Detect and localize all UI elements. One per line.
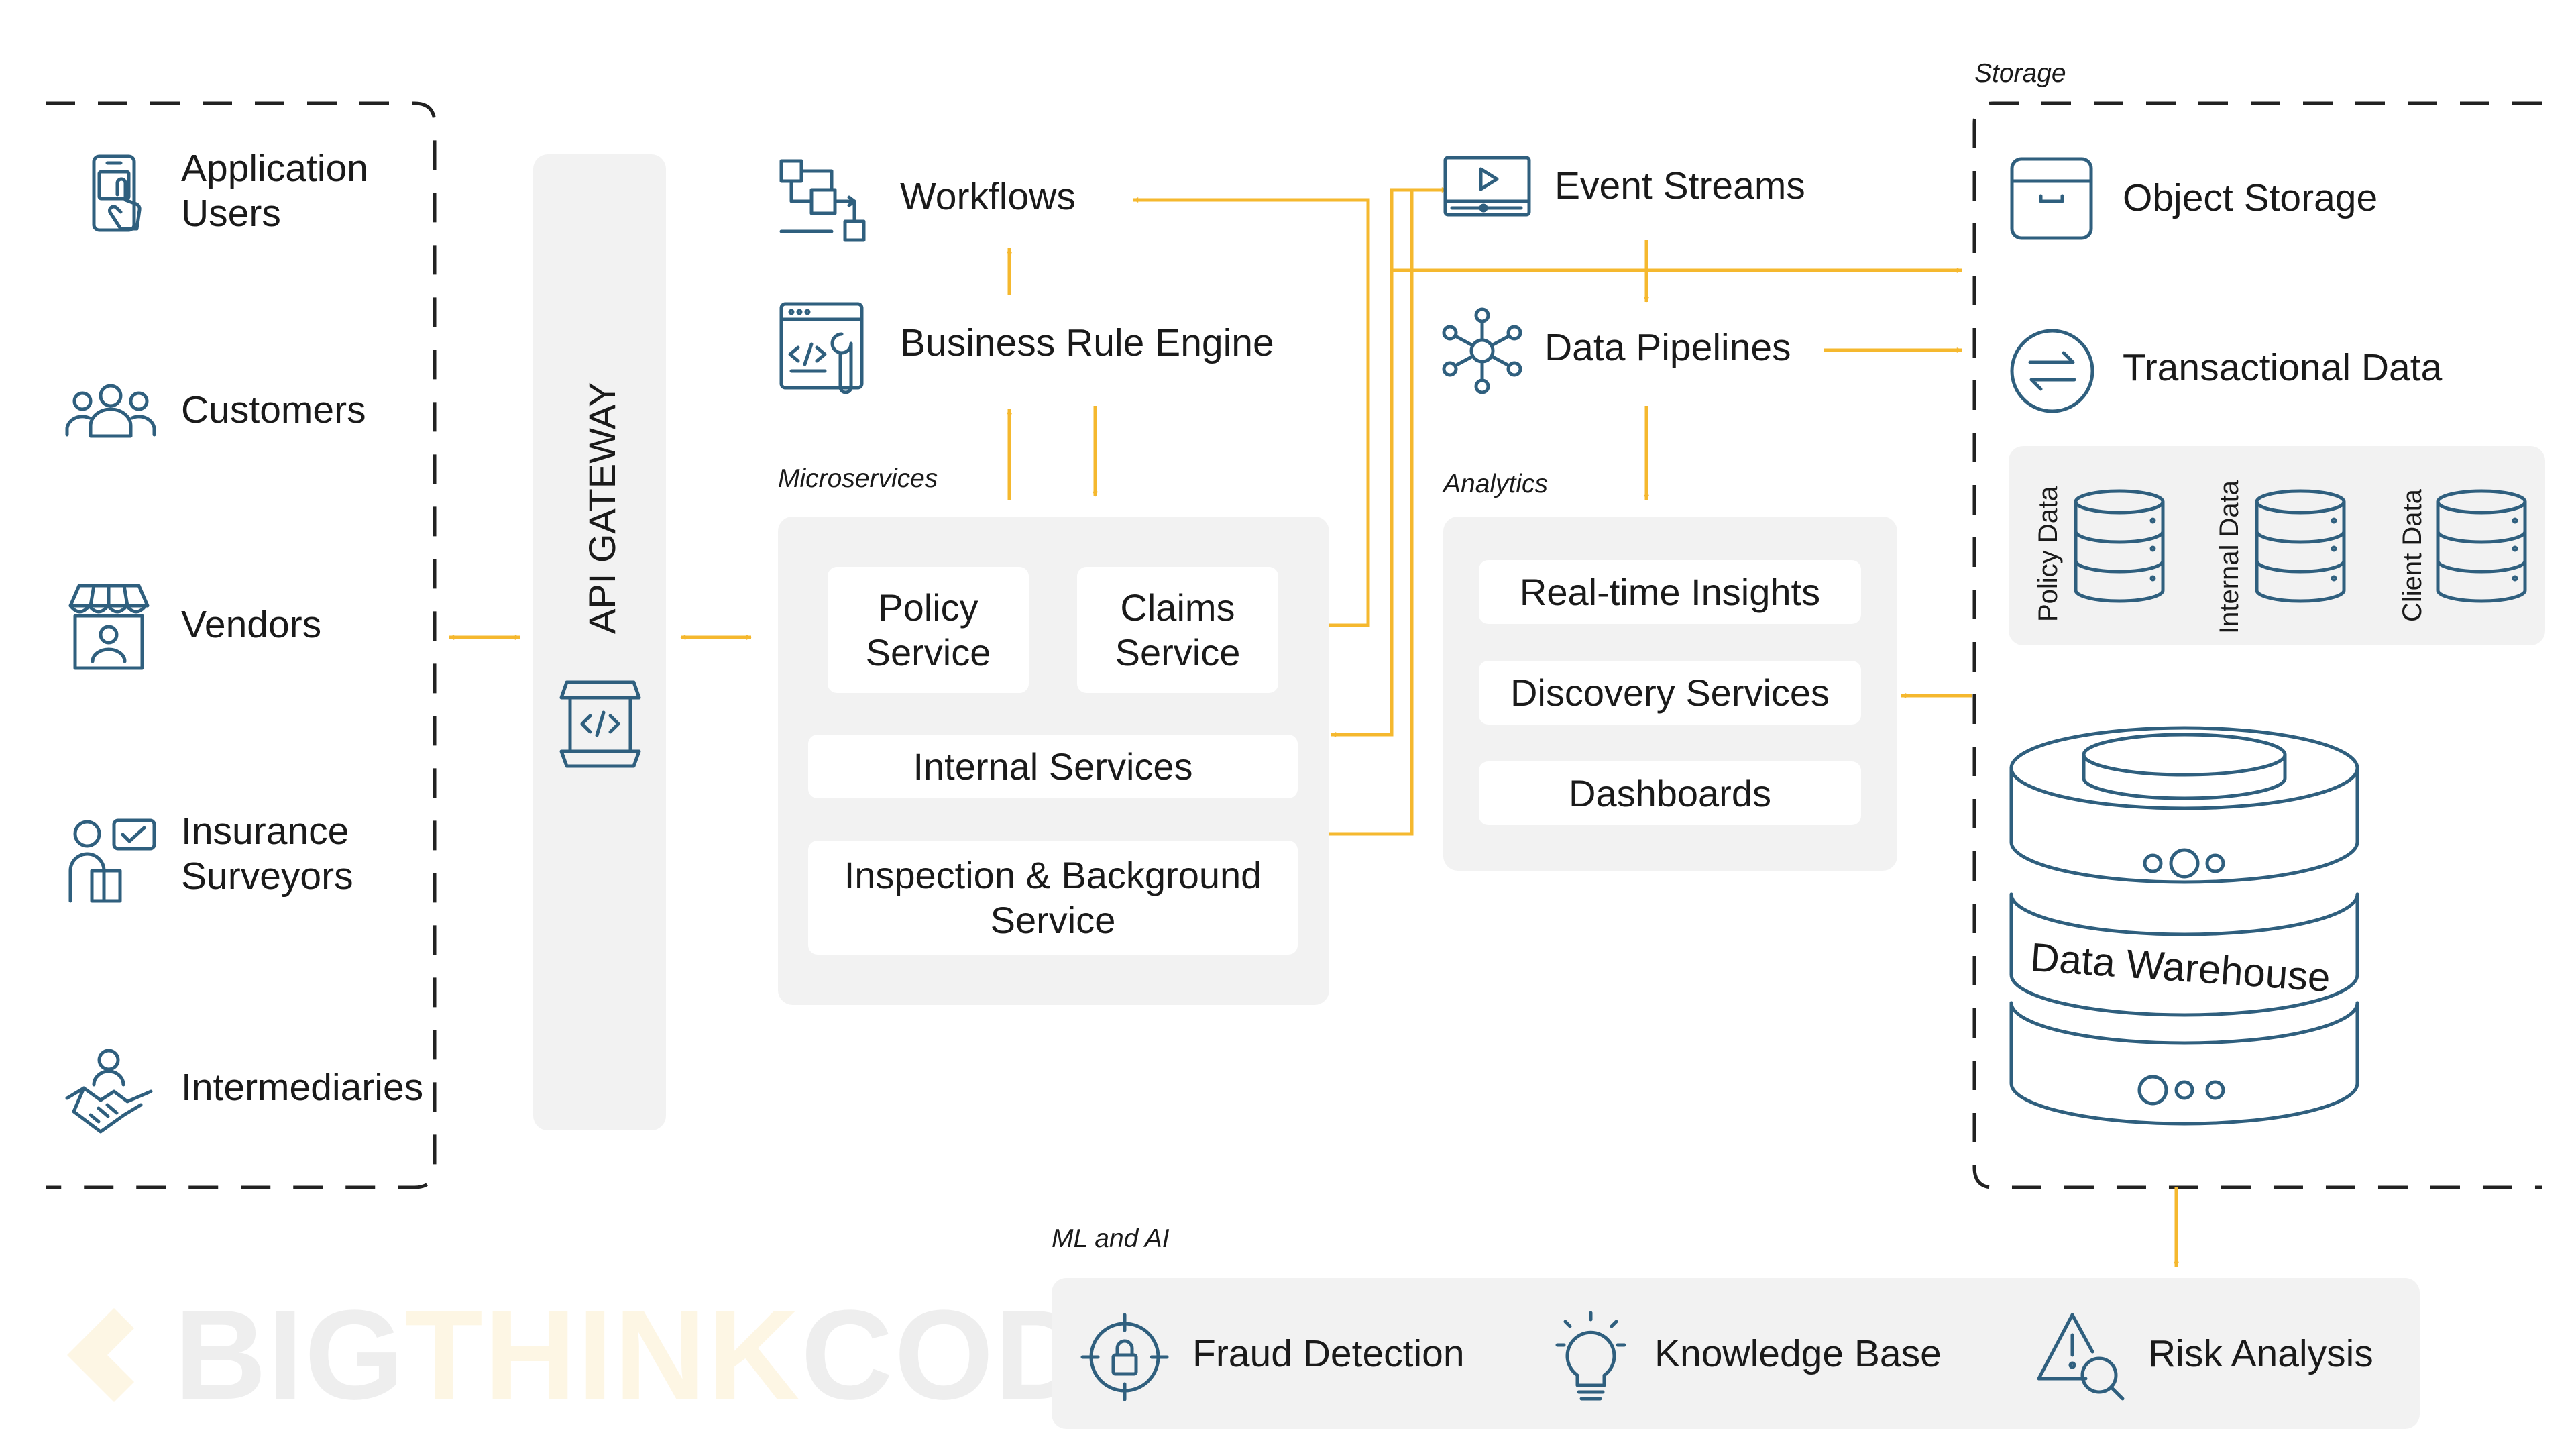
workflow-icon [779,159,866,242]
workflows-label: Workflows [900,175,1076,218]
watermark: BIGTHINKCODE [54,1284,1174,1426]
actor-label-line1: Application [181,147,368,190]
transfer-arrows-icon [2010,329,2094,413]
event-streams-label: Event Streams [1555,164,1805,207]
api-gateway-label: API GATEWAY [581,382,623,634]
actor-customers: Customers [181,388,366,431]
analytics-item-dashboards[interactable]: Dashboards [1479,761,1861,825]
warning-magnifier-icon [2037,1313,2125,1401]
inspection-line2: Service [990,899,1116,941]
db-label-policy: Policy Data [2033,486,2063,622]
video-stream-icon [1443,156,1531,217]
actors-boundary [46,101,437,1189]
db-label-client: Client Data [2398,489,2427,622]
database-icon [2436,489,2527,603]
storefront-icon [68,584,150,670]
object-storage-label: Object Storage [2123,176,2378,219]
surveyor-icon [68,818,156,903]
analytics-item-realtime-insights[interactable]: Real-time Insights [1479,560,1861,624]
rule-engine-label: Business Rule Engine [900,321,1274,364]
inspection-line1: Inspection & Background [844,853,1262,896]
archive-box-icon [2010,157,2093,240]
watermark-big: BIG [174,1284,405,1426]
actor-label-line2: Users [181,192,281,235]
people-group-icon [65,384,156,438]
ml-item-risk-analysis: Risk Analysis [2148,1332,2373,1375]
databases-panel [2009,446,2545,645]
actor-insurance-surveyors: Insurance Surveyors [181,809,353,900]
ml-ai-caption: ML and AI [1052,1224,1170,1253]
actor-intermediaries: Intermediaries [181,1066,424,1109]
data-warehouse-icon [2009,726,2359,1126]
api-gateway-icon [559,680,641,768]
policy-service-line2: Service [865,631,991,674]
lightbulb-icon [1555,1311,1626,1401]
actor-label-line1: Insurance [181,810,349,853]
analytics-item-discovery-services[interactable]: Discovery Services [1479,661,1861,724]
policy-service-card[interactable]: Policy Service [828,567,1029,693]
claims-service-line2: Service [1115,631,1241,674]
touch-phone-icon [92,154,142,232]
ml-item-knowledge-base: Knowledge Base [1655,1332,1942,1375]
analytics-caption: Analytics [1443,470,1549,498]
inspection-service-card[interactable]: Inspection & Background Service [808,841,1298,955]
code-tool-icon [779,302,864,394]
watermark-logo-icon [67,1308,161,1402]
data-pipelines-label: Data Pipelines [1545,326,1791,369]
internal-services-card[interactable]: Internal Services [808,735,1298,798]
storage-caption: Storage [1974,59,2066,88]
policy-service-line1: Policy [878,586,978,629]
storage-boundary [1972,101,2542,1189]
ml-ai-panel [1052,1278,2420,1429]
handshake-icon [65,1049,153,1134]
actor-vendors: Vendors [181,603,322,646]
target-lock-icon [1080,1313,1169,1401]
arrow-inspection-stream [1329,187,1447,836]
arrow-claims-workflows [1133,197,1370,627]
watermark-think: THINK [404,1284,801,1426]
db-label-internal: Internal Data [2215,480,2244,634]
microservices-caption: Microservices [778,464,938,493]
transactional-data-label: Transactional Data [2123,346,2443,389]
database-icon [2255,489,2346,603]
network-hub-icon [1442,307,1522,394]
database-icon [2074,489,2165,603]
actor-application-users: Application Users [181,146,368,237]
ml-item-fraud-detection: Fraud Detection [1192,1332,1465,1375]
claims-service-card[interactable]: Claims Service [1077,567,1278,693]
api-gateway-panel [533,154,666,1130]
claims-service-line1: Claims [1120,586,1235,629]
actor-label-line2: Surveyors [181,855,353,898]
